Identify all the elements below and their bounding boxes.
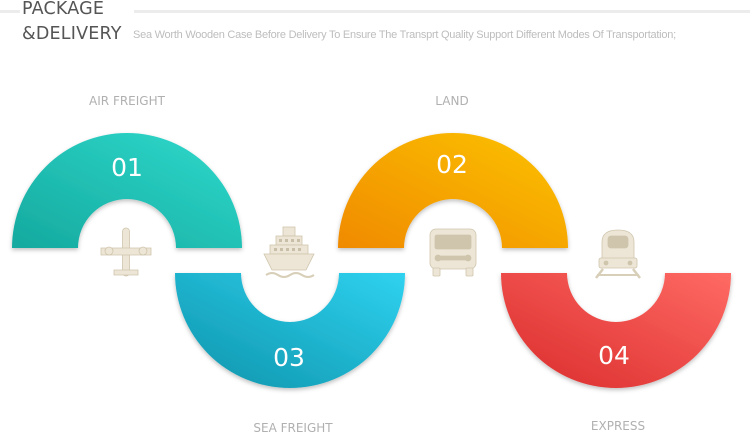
page-subtitle: Sea Worth Wooden Case Before Delivery To… (133, 29, 676, 41)
step-label-02: LAND (435, 94, 469, 108)
header-line-right (134, 10, 750, 13)
step-label-03: SEA FREIGHT (253, 421, 333, 435)
arc-step-03 (175, 273, 405, 388)
header-line-left (0, 10, 20, 13)
title-line-1: PACKAGE (22, 0, 105, 19)
bus-icon (429, 228, 477, 277)
step-number-01: 01 (111, 153, 143, 182)
airplane-icon (100, 227, 152, 277)
arc-step-01 (12, 133, 242, 248)
train-icon (595, 229, 641, 279)
step-number-04: 04 (598, 341, 630, 370)
arc-step-02 (338, 133, 568, 248)
page-title: PACKAGE &DELIVERY (22, 0, 122, 47)
step-label-04: EXPRESS (590, 419, 646, 433)
step-number-02: 02 (436, 150, 468, 179)
title-line-2: &DELIVERY (22, 24, 122, 44)
ship-icon (263, 226, 315, 278)
step-label-01: AIR FREIGHT (89, 94, 165, 108)
step-number-03: 03 (273, 343, 305, 372)
arc-step-04 (501, 273, 731, 388)
